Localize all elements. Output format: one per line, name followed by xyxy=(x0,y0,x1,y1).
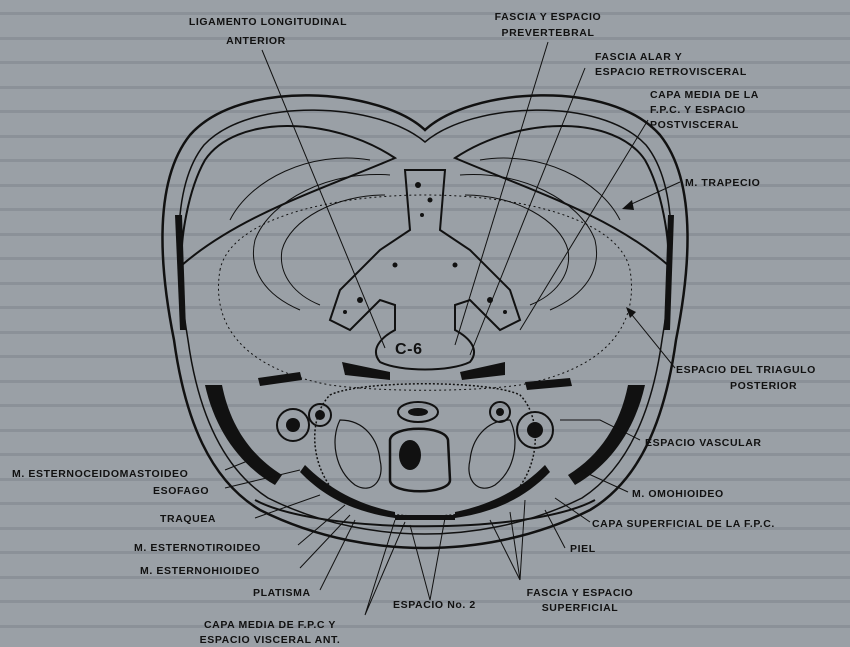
trachea-lumen xyxy=(399,440,421,470)
prevertebral-fascia-dotted xyxy=(218,195,631,390)
omohyoid-muscle-right xyxy=(525,378,572,390)
label-omohioideo: M. OMOHIOIDEO xyxy=(632,488,724,500)
label-capa-visceral-1: CAPA MEDIA DE F.P.C Y xyxy=(204,619,336,631)
label-traquea: TRAQUEA xyxy=(160,513,216,525)
trapezius-muscle-left xyxy=(182,126,395,265)
label-capa-superficial: CAPA SUPERFICIAL DE LA F.P.C. xyxy=(592,518,775,530)
lateral-muscle-right xyxy=(664,215,674,330)
trapezius-muscle-right xyxy=(455,126,668,265)
label-esternocleidomastoideo: M. ESTERNOCEIDOMASTOIDEO xyxy=(12,468,188,480)
label-capa-media-2: F.P.C. Y ESPACIO xyxy=(650,104,746,116)
label-triangulo-2: POSTERIOR xyxy=(730,380,797,392)
label-ligamento-1: LIGAMENTO LONGITUDINAL xyxy=(189,16,347,28)
vertebra-c6 xyxy=(330,170,520,370)
label-fascia-superficial-1: FASCIA Y ESPACIO xyxy=(527,587,634,599)
label-platisma: PLATISMA xyxy=(253,587,311,599)
longus-colli-muscles xyxy=(342,362,505,380)
label-fascia-alar-1: FASCIA ALAR Y xyxy=(595,51,682,63)
label-trapecio: M. TRAPECIO xyxy=(685,177,760,189)
label-esofago: ESOFAGO xyxy=(153,485,209,497)
label-fascia-prevertebral-2: PREVERTEBRAL xyxy=(502,27,595,39)
label-piel: PIEL xyxy=(570,543,596,555)
label-fascia-alar-2: ESPACIO RETROVISCERAL xyxy=(595,66,747,78)
skin-contour xyxy=(162,95,687,548)
label-fascia-superficial-2: SUPERFICIAL xyxy=(542,602,619,614)
deep-back-muscles xyxy=(230,158,620,310)
platysma-line xyxy=(255,500,595,526)
label-esternohioideo: M. ESTERNOHIOIDEO xyxy=(140,565,260,577)
label-esternotiroideo: M. ESTERNOTIROIDEO xyxy=(134,542,261,554)
label-espacio-2: ESPACIO No. 2 xyxy=(393,599,476,611)
label-fascia-prevertebral-1: FASCIA Y ESPACIO xyxy=(495,11,602,23)
superficial-fascia-contour xyxy=(179,110,672,534)
label-triangulo-1: ESPACIO DEL TRIAGULO xyxy=(676,364,816,376)
label-vascular: ESPACIO VASCULAR xyxy=(645,437,762,449)
esophagus-lumen xyxy=(408,408,428,416)
label-capa-media-1: CAPA MEDIA DE LA xyxy=(650,89,759,101)
omohyoid-muscle-left xyxy=(258,372,302,386)
label-ligamento-2: ANTERIOR xyxy=(226,35,286,47)
vertebra-label: C-6 xyxy=(395,341,423,358)
label-capa-media-3: POSTVISCERAL xyxy=(650,119,739,131)
label-capa-visceral-2: ESPACIO VISCERAL ANT. xyxy=(200,634,341,646)
